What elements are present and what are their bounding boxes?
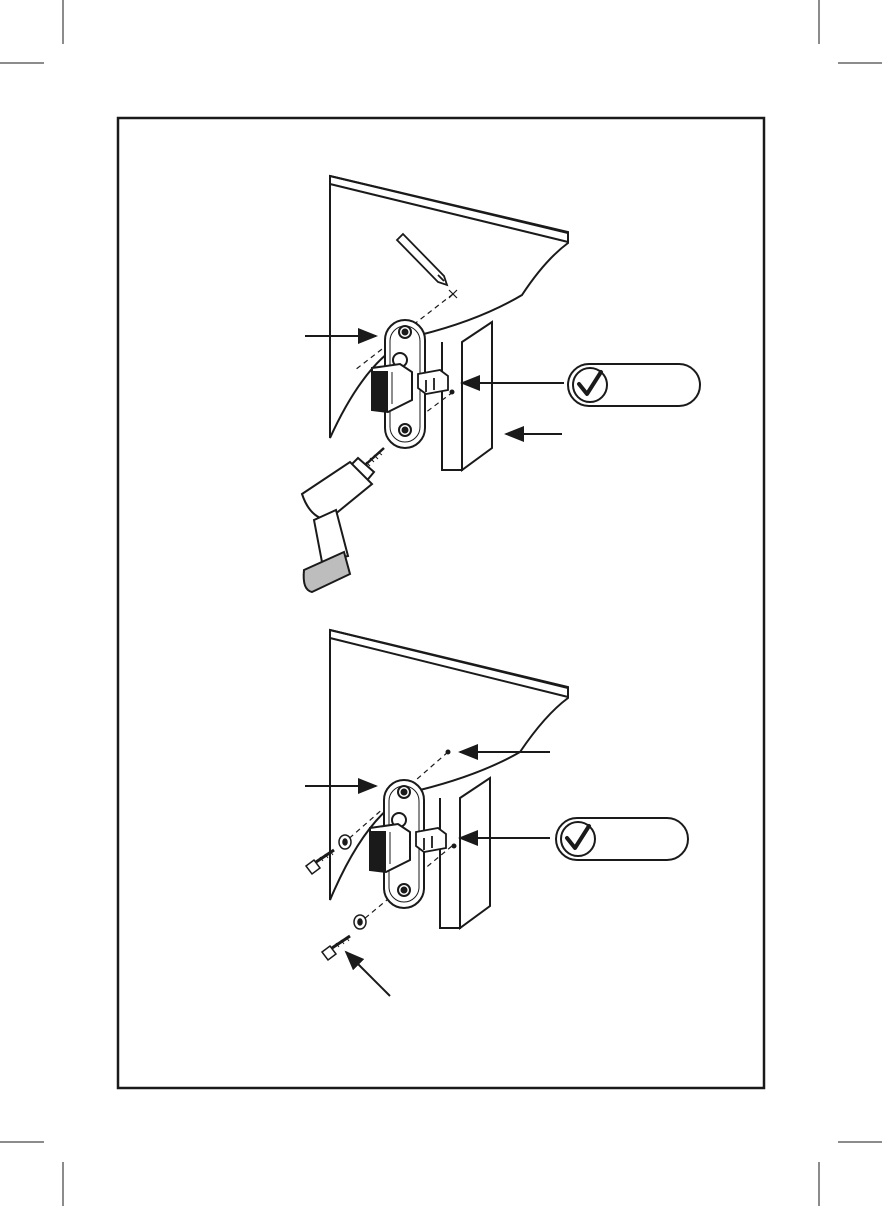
step-1-illustration — [302, 176, 700, 592]
wall-stud — [442, 322, 492, 470]
pilot-hole — [450, 390, 455, 395]
screw-icon — [322, 936, 350, 960]
wall-stud — [440, 778, 490, 928]
check-badge — [556, 818, 688, 860]
drill-icon — [302, 448, 384, 592]
latch-bolt — [416, 828, 446, 852]
callout-arrow-screw — [346, 952, 390, 996]
latch-bolt — [418, 370, 448, 394]
step-2-illustration — [305, 630, 688, 996]
pilot-hole — [446, 750, 451, 755]
pilot-hole — [452, 844, 457, 849]
check-badge — [568, 364, 700, 406]
